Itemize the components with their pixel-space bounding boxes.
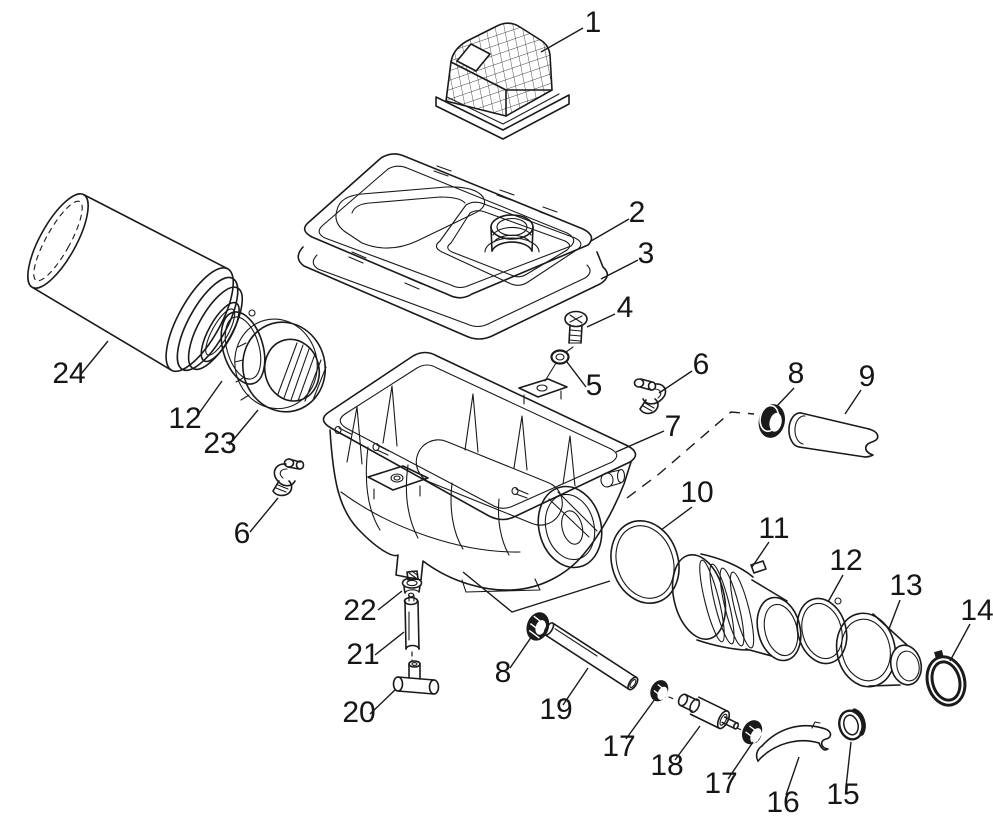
part-1-mesh-cover: [435, 22, 570, 140]
part-13-reducer-boot: [835, 612, 923, 688]
part-8-clamp-lower: [526, 612, 550, 641]
part-24-air-filter: [27, 193, 244, 373]
callout-6-left: 6: [234, 517, 251, 550]
callout-12-left: 12: [168, 402, 201, 435]
part-17-clamp-b: [741, 720, 763, 745]
part-8-clamp-right: [758, 404, 785, 438]
callout-11: 11: [758, 512, 789, 545]
part-6-clip-right: [633, 378, 667, 415]
callout-22: 22: [343, 594, 376, 627]
part-9-vent-hose: [788, 412, 879, 458]
callout-13: 13: [889, 569, 922, 602]
callout-17-upper: 17: [602, 730, 635, 763]
callout-24: 24: [52, 357, 85, 390]
part-2-airbox-lid: [303, 153, 593, 299]
callout-20: 20: [342, 696, 375, 729]
callout-1: 1: [585, 6, 602, 39]
part-10-seal-ring: [610, 519, 680, 605]
callout-labels: 1 2 3 4 5 6 7 8 9 10 11 12 13 14 15 16 1…: [52, 6, 993, 819]
callout-23: 23: [203, 427, 236, 460]
assembly-axis-dashed: [462, 411, 755, 613]
callout-7: 7: [665, 410, 682, 443]
part-14-clamp-ring: [925, 650, 967, 707]
part-12-oring-right: [796, 597, 848, 665]
callout-4: 4: [617, 291, 634, 324]
callout-2: 2: [629, 196, 646, 229]
callout-19: 19: [539, 693, 572, 726]
callout-17-lower: 17: [704, 767, 737, 800]
callout-16: 16: [766, 786, 799, 819]
callout-5: 5: [586, 369, 603, 402]
callout-9: 9: [859, 360, 876, 393]
callout-18: 18: [650, 749, 683, 782]
part-21-breather-tube: [403, 592, 420, 662]
part-16-drain-hose: [755, 721, 832, 762]
part-20-tee-fitting: [392, 660, 440, 695]
part-11-intake-boot: [671, 553, 802, 662]
leader-lines: [80, 27, 971, 796]
callout-21: 21: [346, 638, 379, 671]
callout-3: 3: [638, 237, 655, 270]
callout-10: 10: [680, 476, 713, 509]
callout-12-right: 12: [829, 544, 862, 577]
part-12-oring-left: [220, 309, 266, 385]
part-23-lock-ring: [234, 318, 327, 413]
part-6-clip-left: [272, 458, 305, 497]
part-17-clamp-a: [650, 680, 669, 702]
part-5-washer: [550, 349, 570, 365]
callout-14: 14: [960, 594, 993, 627]
part-7-airbox-base: [322, 351, 637, 593]
callout-8-right: 8: [788, 357, 805, 390]
part-22-drain-cap: [401, 570, 423, 594]
part-19-drain-tube: [543, 622, 639, 691]
callout-6-right: 6: [693, 348, 710, 381]
part-4-screw: [544, 310, 588, 382]
callout-15: 15: [826, 778, 859, 811]
part-15-clamp-small: [838, 708, 866, 741]
callout-8-lower: 8: [495, 656, 512, 689]
part-18-drain-valve: [668, 693, 745, 732]
part-3-lid-seal: [297, 246, 609, 340]
